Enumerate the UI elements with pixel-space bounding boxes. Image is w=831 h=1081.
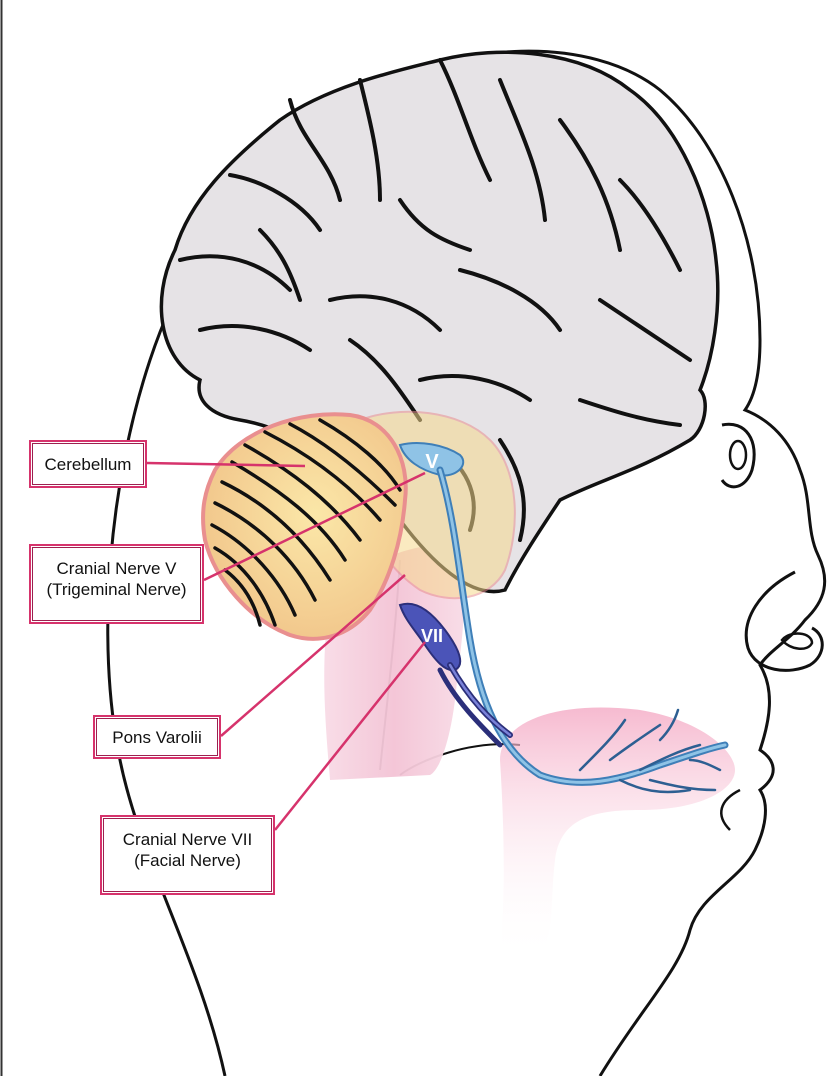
label-cranial-nerve-v: Cranial Nerve V (Trigeminal Nerve) <box>29 544 204 624</box>
nose-outline <box>746 572 822 670</box>
label-cerebellum: Cerebellum <box>29 440 147 488</box>
label-pons-varolii: Pons Varolii <box>93 715 221 759</box>
label-pons-text: Pons Varolii <box>103 727 211 748</box>
chin-line <box>721 790 740 830</box>
label-cranial-nerve-vii: Cranial Nerve VII (Facial Nerve) <box>100 815 275 895</box>
nerve-tag-v: V <box>425 451 439 473</box>
label-cranial-nerve-v-line1: Cranial Nerve V <box>39 558 194 579</box>
label-cranial-nerve-v-line2: (Trigeminal Nerve) <box>39 579 194 600</box>
label-cranial-nerve-vii-line2: (Facial Nerve) <box>110 850 265 871</box>
cerebellum <box>203 414 406 639</box>
label-cerebellum-text: Cerebellum <box>39 454 137 475</box>
label-cranial-nerve-vii-line1: Cranial Nerve VII <box>110 829 265 850</box>
eye-outline <box>722 424 754 487</box>
